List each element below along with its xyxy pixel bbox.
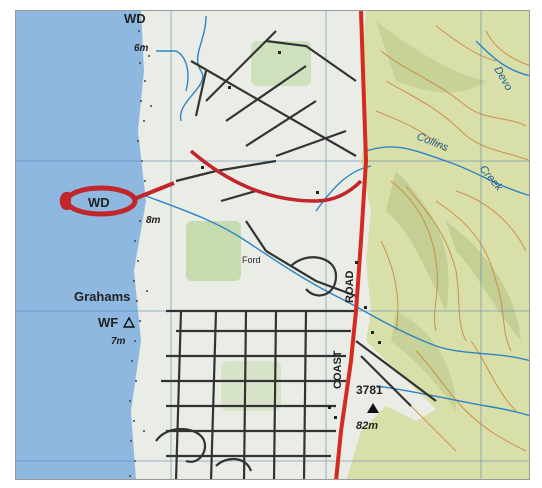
vegetation-patch-3 [221, 361, 281, 411]
top-marker-height: 6m [134, 43, 149, 54]
building-dots [201, 51, 381, 419]
sea [16, 11, 146, 479]
topographic-map[interactable]: WD 6m WD 8m Ford Grahams WF 7m ROAD COAS… [15, 10, 530, 480]
road-name-upper: ROAD [344, 271, 356, 303]
highlight-marker-height: 8m [146, 215, 161, 226]
highlight-marker-code: WD [88, 195, 110, 210]
beach-dots [129, 30, 152, 477]
graham-triangle-icon [122, 316, 136, 328]
hill-shade-1 [376, 21, 486, 93]
trig-number: 3781 [356, 383, 383, 397]
road-name-lower: COAST [332, 350, 344, 389]
vegetation-patch-2 [251, 41, 311, 86]
map-canvas[interactable]: WD 6m WD 8m Ford Grahams WF 7m ROAD COAS… [16, 11, 530, 480]
top-marker-code: WD [124, 11, 146, 26]
graham-height: 7m [111, 336, 126, 347]
vegetation-patch-1 [186, 221, 241, 281]
hill-shade-4 [391, 311, 456, 411]
graham-name: Grahams [74, 289, 130, 304]
highlight-marker[interactable] [59, 181, 175, 217]
coast-road [334, 11, 369, 479]
graham-code: WF [98, 315, 118, 330]
contour-lines [375, 25, 529, 452]
trig-point-icon [367, 403, 379, 413]
minor-roads [155, 30, 437, 479]
trig-height: 82m [356, 420, 378, 432]
hill-shade-2 [386, 171, 449, 311]
ford-label: Ford [242, 255, 261, 265]
secondary-road-curve [189, 149, 363, 203]
